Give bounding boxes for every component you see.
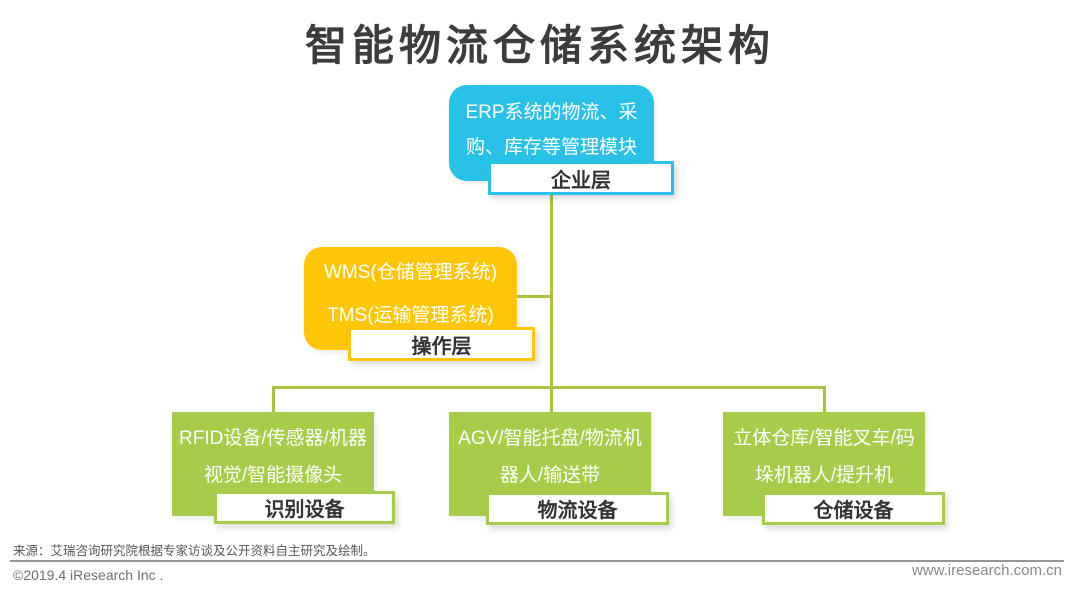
footer-divider — [10, 560, 1064, 562]
enterprise-box-text-line2: 购、库存等管理模块 — [465, 137, 637, 158]
operation-layer-label: 操作层 — [348, 327, 535, 361]
branch-horizontal-line — [272, 386, 826, 389]
copyright-text: ©2019.4 iResearch Inc . — [13, 567, 164, 583]
operation-box-text-line1: WMS(仓储管理系统) — [323, 261, 498, 283]
identification-device-text-line1: RFID设备/传感器/机器 — [179, 428, 367, 449]
logistics-device-text-line2: 器人/输送带 — [499, 465, 601, 486]
identification-device-label: 识别设备 — [214, 491, 395, 524]
page-title: 智能物流仓储系统架构 — [304, 22, 775, 69]
logistics-device-label: 物流设备 — [486, 492, 669, 525]
source-note: 来源：艾瑞咨询研究院根据专家访谈及公开资料自主研究及绘制。 — [13, 544, 376, 558]
website-link[interactable]: www.iresearch.com.cn — [911, 562, 1062, 579]
branch-drop-right-line — [823, 386, 826, 414]
connector-operation-line — [517, 295, 552, 298]
connector-enterprise-to-branch-line — [550, 194, 553, 414]
logistics-device-text-line1: AGV/智能托盘/物流机 — [458, 428, 642, 449]
warehousing-device-text-line1: 立体仓库/智能叉车/码 — [733, 428, 915, 449]
enterprise-box-text-line1: ERP系统的物流、采 — [465, 102, 638, 123]
operation-box-text-line2: TMS(运输管理系统) — [327, 304, 494, 326]
warehousing-device-label: 仓储设备 — [762, 492, 945, 525]
warehousing-device-text-line2: 垛机器人/提升机 — [754, 465, 894, 486]
enterprise-layer-label: 企业层 — [488, 161, 674, 195]
identification-device-text-line2: 视觉/智能摄像头 — [203, 465, 343, 486]
branch-drop-left-line — [272, 386, 275, 414]
